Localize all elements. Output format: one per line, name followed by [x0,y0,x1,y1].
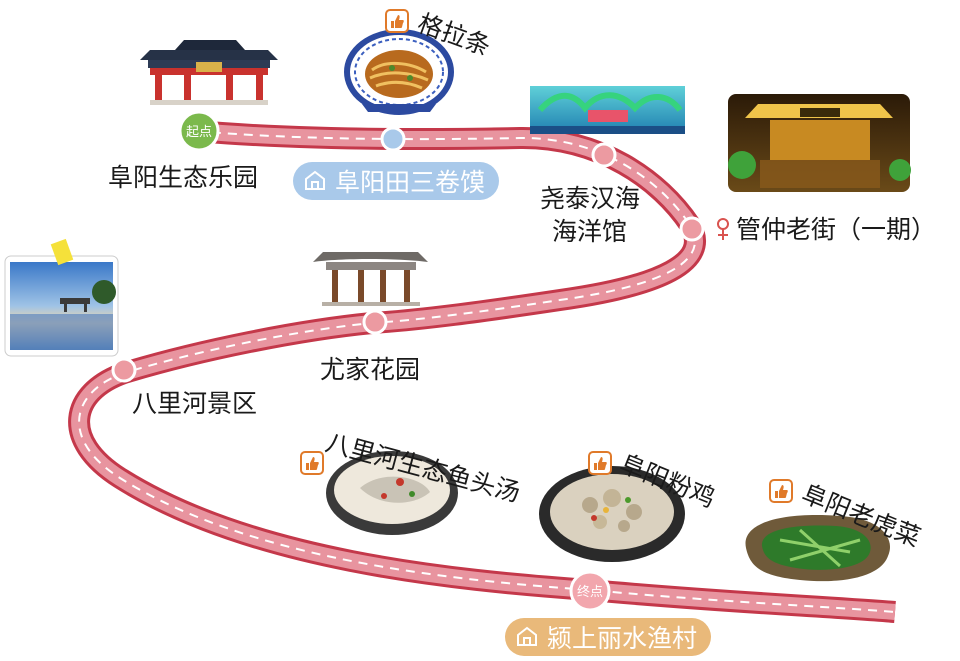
stop-markers [111,126,705,383]
stop-marker-guanzhong [679,216,705,242]
stop-pill-juanmo-label: 阜阳田三卷馍 [335,168,486,197]
start-badge: 起点 [178,110,220,152]
stop-pill-yushang: 颍上丽水渔村 [505,618,712,656]
aquarium-photo [530,86,685,134]
like-icon [588,451,612,475]
route-road [68,120,896,623]
shop-icon [517,626,537,646]
label-guanzhong: 管仲老街（一期） [736,215,936,244]
fish-soup-dish [326,451,458,535]
chicken-dish [539,466,685,562]
label-shengtai: 阜阳生态乐园 [108,163,258,192]
label-haiyang-2: 海洋馆 [552,217,627,246]
pavilion-illustration [313,252,428,306]
gate-illustration [140,40,278,105]
label-haiyang-1: 尧泰汉海 [540,184,640,213]
end-badge-text: 终点 [577,584,603,600]
label-youjia: 尤家花园 [320,355,420,384]
stop-marker-balihe [111,357,137,383]
like-icon [769,479,793,503]
like-icon [300,451,324,475]
stop-pill-yushang-label: 颍上丽水渔村 [547,624,698,653]
lake-photo [4,238,119,357]
location-pin-icon [717,218,729,240]
shop-icon [305,170,325,190]
stop-marker-haiyang [591,142,617,168]
old-street-photo [728,94,911,192]
stop-marker-youjia [362,309,388,335]
noodle-bowl [344,29,454,115]
start-badge-text: 起点 [186,125,212,140]
end-badge: 终点 [569,570,611,612]
like-icon [385,9,409,33]
tiger-salad-dish [745,515,890,582]
stop-pill-juanmo: 阜阳田三卷馍 [293,162,500,200]
label-balihe: 八里河景区 [132,389,257,418]
stop-marker-juanmo [380,126,406,152]
